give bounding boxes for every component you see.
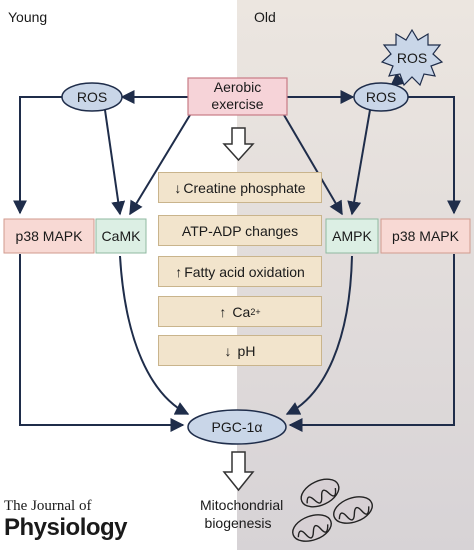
journal-logo: The Journal of Physiology (4, 498, 128, 541)
ampk-node (325, 218, 379, 254)
p38-right-label: p38 MAPK (392, 228, 459, 244)
ros-right-node (353, 82, 409, 112)
change-creatine: ↓Creatine phosphate (158, 172, 322, 203)
mitochondria-icon (292, 478, 373, 542)
ros-right-label: ROS (365, 89, 397, 105)
arrow-camk-pgc (119, 255, 190, 415)
change-sup: 2+ (250, 306, 261, 317)
down-arrow-icon: ↓ (224, 342, 232, 359)
up-arrow-icon: ↑ (219, 303, 227, 320)
arrow-ros-p38-left (13, 96, 62, 215)
arrow-ros-ampk (347, 109, 371, 216)
change-atp: ATP-ADP changes (158, 215, 322, 246)
arrows (13, 72, 461, 432)
arrow-ros-p38-right (405, 96, 461, 215)
down-arrow-icon: ↓ (174, 179, 182, 196)
arrow-exercise-camk (129, 114, 191, 216)
down-hollow-arrow-icon (222, 127, 255, 162)
p38-left-label: p38 MAPK (15, 228, 83, 244)
up-arrow-icon: ↑ (175, 263, 183, 280)
camk-label: CaMK (101, 228, 141, 244)
mito-label: Mitochondrial biogenesis (200, 497, 284, 531)
exercise-node (187, 77, 288, 116)
exercise-label: Aerobic exercise (211, 79, 264, 112)
starburst-icon (380, 28, 444, 87)
camk-node (95, 218, 147, 254)
change-ph: ↓ pH (158, 335, 322, 366)
arrow-p38-right-pgc (288, 254, 455, 432)
change-label: Ca (232, 303, 251, 320)
young-label: Young (8, 9, 48, 25)
journal-line2: Physiology (4, 514, 128, 541)
change-label: Fatty acid oxidation (184, 263, 305, 280)
change-label: pH (237, 342, 256, 359)
arrow-ampk-pgc (285, 255, 353, 415)
journal-line1: The Journal of (4, 498, 92, 514)
arrow-exercise-ampk (283, 114, 343, 216)
ros-burst-label: ROS (396, 50, 428, 66)
p38-right-node (380, 218, 471, 254)
pgc-label: PGC-1α (211, 419, 263, 435)
change-label: ATP-ADP changes (181, 222, 299, 239)
arrow-p38-left-pgc (19, 254, 185, 432)
ros-left-node (61, 82, 123, 112)
p38-left-node (3, 218, 95, 254)
arrow-ros-camk (104, 109, 126, 216)
old-label: Old (254, 9, 276, 25)
down-hollow-arrow-icon (222, 451, 255, 492)
change-label: Creatine phosphate (183, 179, 306, 196)
change-fatty-acid: ↑Fatty acid oxidation (158, 256, 322, 287)
ampk-label: AMPK (332, 228, 372, 244)
ros-left-label: ROS (76, 89, 108, 105)
pgc-node (187, 409, 287, 445)
